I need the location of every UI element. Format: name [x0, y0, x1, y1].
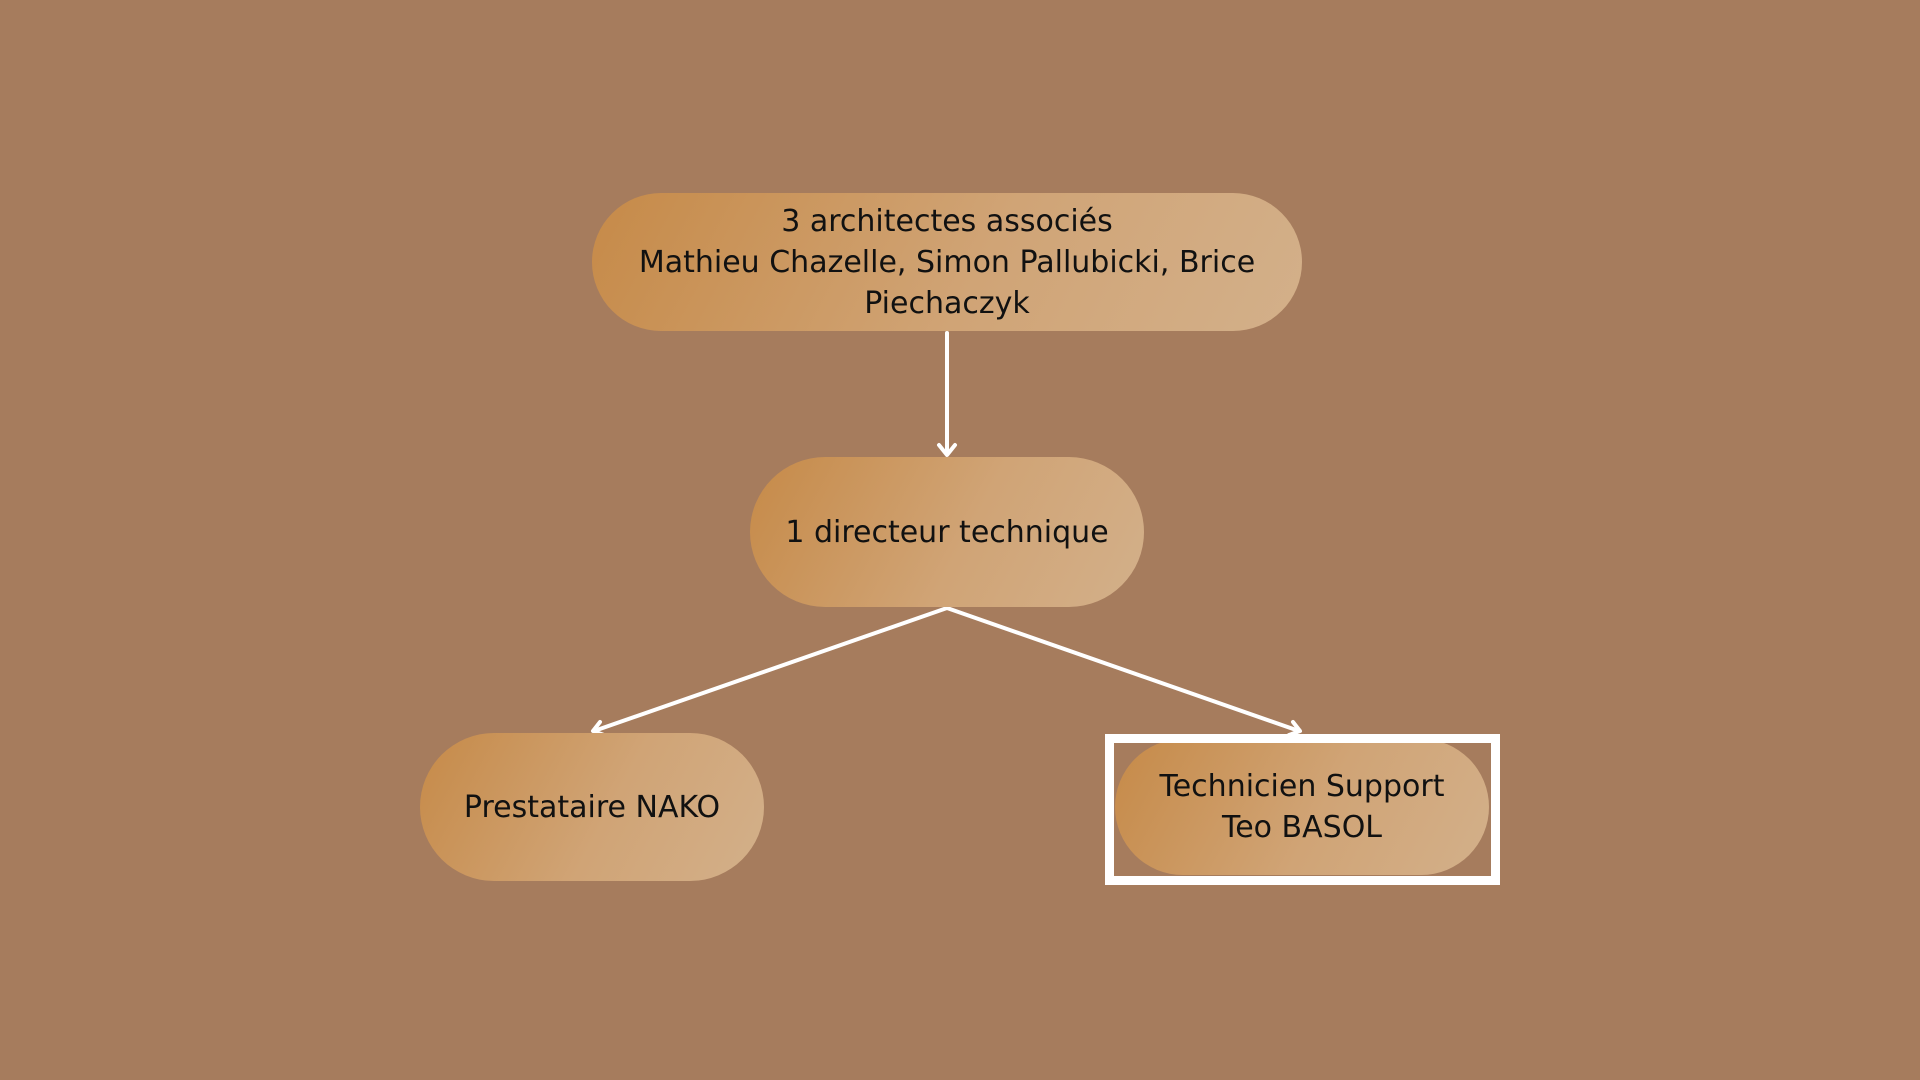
node-architects: 3 architectes associés Mathieu Chazelle,… [592, 193, 1302, 331]
node-architects-names-line2: Piechaczyk [864, 285, 1030, 321]
node-architects-names-line1: Mathieu Chazelle, Simon Pallubicki, Bric… [638, 244, 1256, 280]
node-technical-director-label: 1 directeur technique [785, 514, 1109, 550]
node-provider: Prestataire NAKO [420, 733, 764, 881]
connector-middle-to-right [945, 606, 1301, 733]
arrowhead-middle [937, 443, 957, 457]
highlight-frame [1105, 734, 1500, 885]
node-architects-title: 3 architectes associés [781, 203, 1113, 239]
node-technical-director: 1 directeur technique [750, 457, 1144, 607]
node-provider-label: Prestataire NAKO [463, 789, 721, 825]
connector-middle-to-left [592, 606, 949, 733]
node-support-technician-name: Teo BASOL [1221, 810, 1383, 845]
node-support-technician-title: Technicien Support [1159, 769, 1445, 804]
arrowhead-right [1287, 720, 1302, 737]
node-support-technician: Technicien Support Teo BASOL [1115, 739, 1489, 875]
